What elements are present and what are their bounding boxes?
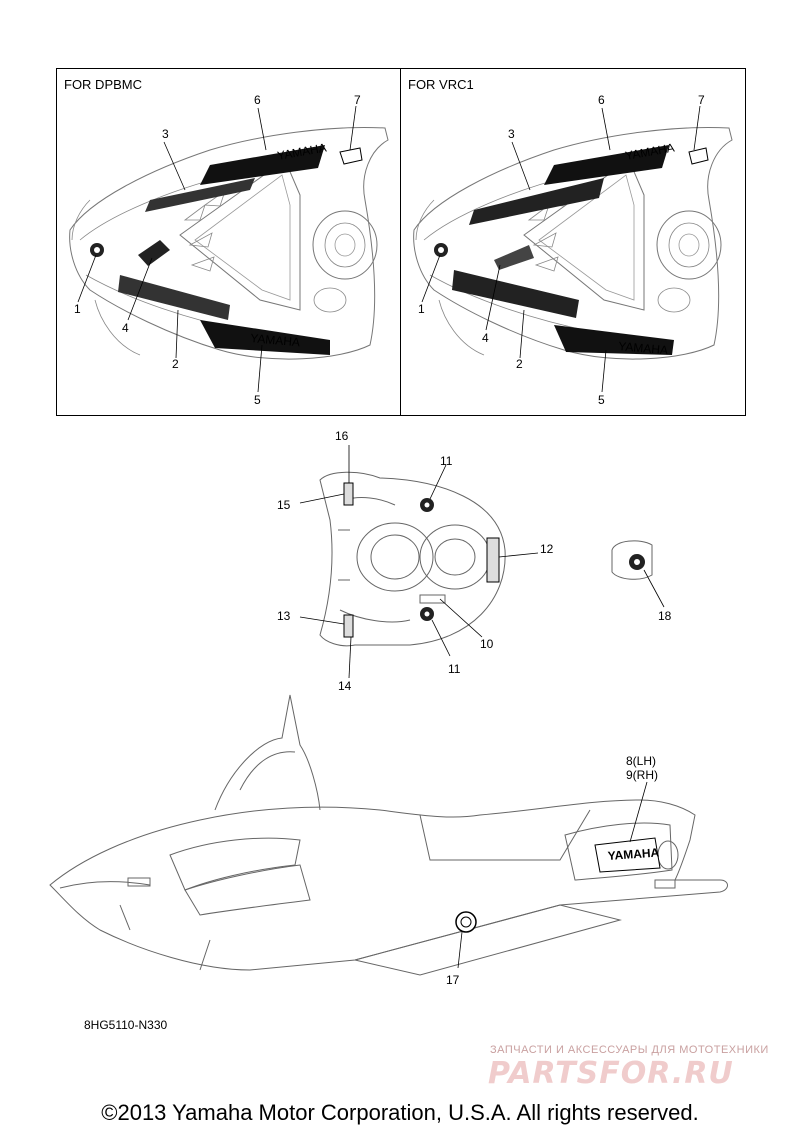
callout-1-dpbmc: 1 <box>74 302 81 316</box>
callout-9-rh: 9(RH) <box>626 768 658 782</box>
hood-drawing-vrc1 <box>413 126 733 360</box>
decal-yamaha-side <box>594 837 661 873</box>
callout-6-vrc1: 6 <box>598 93 605 107</box>
callout-10: 10 <box>480 637 494 651</box>
callout-14: 14 <box>338 679 352 693</box>
panel-dpbmc <box>56 68 402 416</box>
decal-text-yamaha-side: YAMAHA <box>607 845 660 863</box>
leader-lines-middle <box>299 445 665 679</box>
watermark-logo: PARTSFOR.RU <box>488 1056 734 1091</box>
leader-lines-bottom <box>457 781 648 969</box>
panel-label-dpbmc: FOR DPBMC <box>64 77 142 92</box>
callout-4-dpbmc: 4 <box>122 321 129 335</box>
hood-drawing-dpbmc <box>69 126 389 360</box>
callout-1-vrc1: 1 <box>418 302 425 316</box>
callout-12: 12 <box>540 542 554 556</box>
callout-8-lh: 8(LH) <box>626 754 656 768</box>
callout-11-top: 11 <box>440 454 453 468</box>
callout-7-dpbmc: 7 <box>354 93 361 107</box>
callout-15: 15 <box>277 498 291 512</box>
decal-text-yamaha-bottom-vrc1: YAMAHA <box>618 339 669 357</box>
callout-2-vrc1: 2 <box>516 357 523 371</box>
callout-7-vrc1: 7 <box>698 93 705 107</box>
diagram-part-number: 8HG5110-N330 <box>84 1018 168 1032</box>
callout-5-vrc1: 5 <box>598 393 605 407</box>
emblem-part-18 <box>611 540 653 580</box>
callout-6-dpbmc: 6 <box>254 93 261 107</box>
callout-4-vrc1: 4 <box>482 331 489 345</box>
callout-11-bottom: 11 <box>448 662 461 676</box>
decal-text-yamaha-bottom-dpbmc: YAMAHA <box>250 331 301 349</box>
callout-3-vrc1: 3 <box>508 127 515 141</box>
callout-5-dpbmc: 5 <box>254 393 261 407</box>
leader-lines-dpbmc <box>77 105 357 393</box>
copyright-notice: ©2013 Yamaha Motor Corporation, U.S.A. A… <box>101 1100 699 1125</box>
rear-deck-drawing <box>319 471 506 647</box>
callout-17: 17 <box>446 973 460 987</box>
callout-18: 18 <box>658 609 672 623</box>
callout-13: 13 <box>277 609 291 623</box>
callout-16: 16 <box>335 429 349 443</box>
watermark-subtitle: ЗАПЧАСТИ И АКСЕССУАРЫ ДЛЯ МОТОТЕХНИКИ <box>490 1044 769 1056</box>
panel-vrc1 <box>400 68 746 416</box>
callout-2-dpbmc: 2 <box>172 357 179 371</box>
callout-3-dpbmc: 3 <box>162 127 169 141</box>
snowmobile-side-drawing <box>49 694 728 976</box>
leader-lines-vrc1 <box>421 105 701 393</box>
panel-label-vrc1: FOR VRC1 <box>408 77 474 92</box>
